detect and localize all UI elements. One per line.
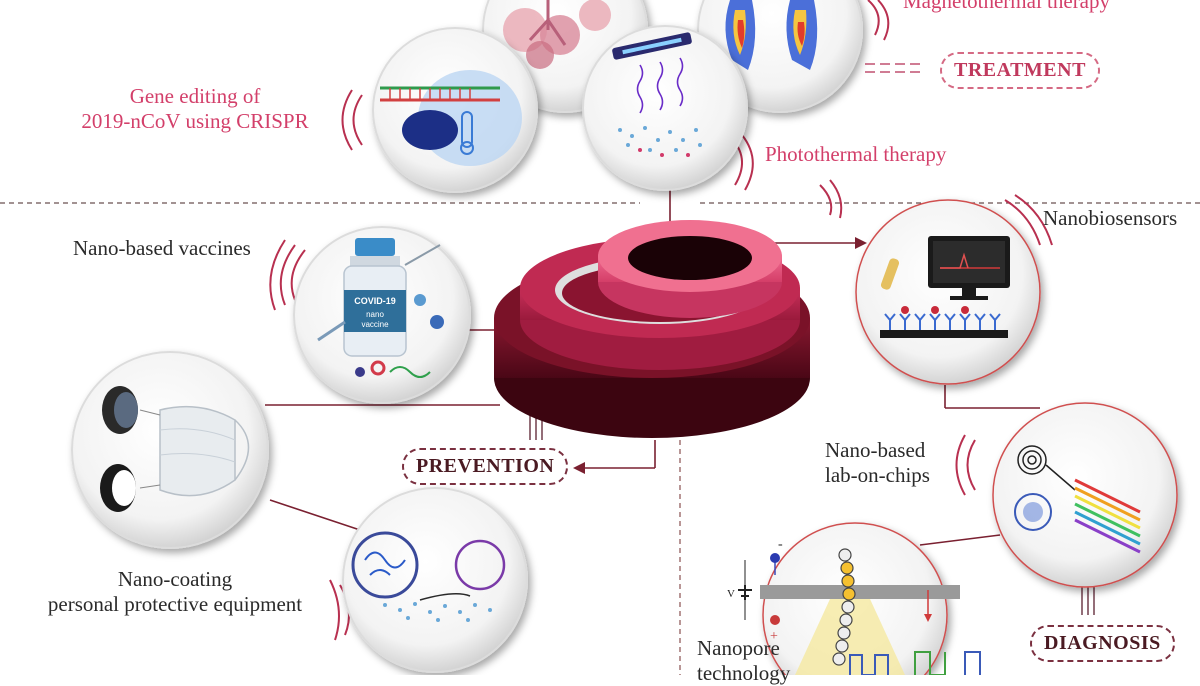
vial-label-nano: nano <box>366 310 384 319</box>
vial-label-vaccine: vaccine <box>361 320 389 329</box>
nanobiosensor-illustration <box>880 236 1010 338</box>
face-mask-illustration <box>100 386 250 512</box>
lab-on-chips-label-line2: lab-on-chips <box>825 463 930 487</box>
lung-illustration <box>503 0 611 69</box>
minus-symbol: - <box>778 537 783 552</box>
nanopore-technology-label: Nanopore technology <box>697 636 790 686</box>
treatment-badge: TREATMENT <box>940 52 1100 89</box>
gene-editing-label-line2: 2019-nCoV using CRISPR <box>81 109 309 133</box>
gene-editing-label-line1: Gene editing of <box>129 84 261 108</box>
nano-coating-illustration <box>351 531 506 622</box>
nano-coating-label-line2: personal protective equipment <box>47 592 303 616</box>
crispr-illustration <box>380 70 522 166</box>
central-ring-stack <box>494 220 810 438</box>
photothermal-circle <box>582 25 748 191</box>
magnetothermal-therapy-label: Magnetothermal therapy <box>903 0 1111 13</box>
vial-label-covid: COVID-19 <box>354 296 396 306</box>
nano-coating-label: Nano-coating personal protective equipme… <box>20 567 330 617</box>
lab-on-chips-label-line1: Nano-based <box>825 438 926 462</box>
gene-editing-label: Gene editing of 2019-nCoV using CRISPR <box>60 84 330 134</box>
prevention-badge: PREVENTION <box>402 448 569 485</box>
nanobiosensors-label: Nanobiosensors <box>1043 206 1178 230</box>
photothermal-therapy-label: Photothermal therapy <box>765 142 947 166</box>
mouse-thermal-illustration <box>725 0 818 70</box>
photothermal-illustration <box>612 32 702 157</box>
nanobiosensor-circle <box>855 199 1041 385</box>
vaccine-illustration: COVID-19 nano vaccine <box>317 238 444 378</box>
nanopore-illustration: V - + <box>727 537 981 675</box>
treatment-dash-marks <box>865 63 920 73</box>
treatment-badge-text: TREATMENT <box>954 59 1086 81</box>
arrow-heads <box>573 237 867 474</box>
nano-vaccines-label: Nano-based vaccines <box>73 236 251 260</box>
nano-coating-label-line1: Nano-coating <box>117 567 233 591</box>
lab-on-chips-label: Nano-based lab-on-chips <box>825 438 930 488</box>
nanopore-label-line1: Nanopore <box>697 636 780 660</box>
plus-symbol: + <box>770 629 778 644</box>
nanopore-label-line2: technology <box>697 661 791 685</box>
lab-on-chip-circle <box>992 402 1178 588</box>
lab-on-chip-illustration <box>1014 445 1141 554</box>
diagnosis-badge-text: DIAGNOSIS <box>1044 632 1161 654</box>
prevention-badge-text: PREVENTION <box>416 455 555 477</box>
voltage-symbol: V <box>727 588 735 600</box>
diagnosis-badge: DIAGNOSIS <box>1030 625 1175 662</box>
